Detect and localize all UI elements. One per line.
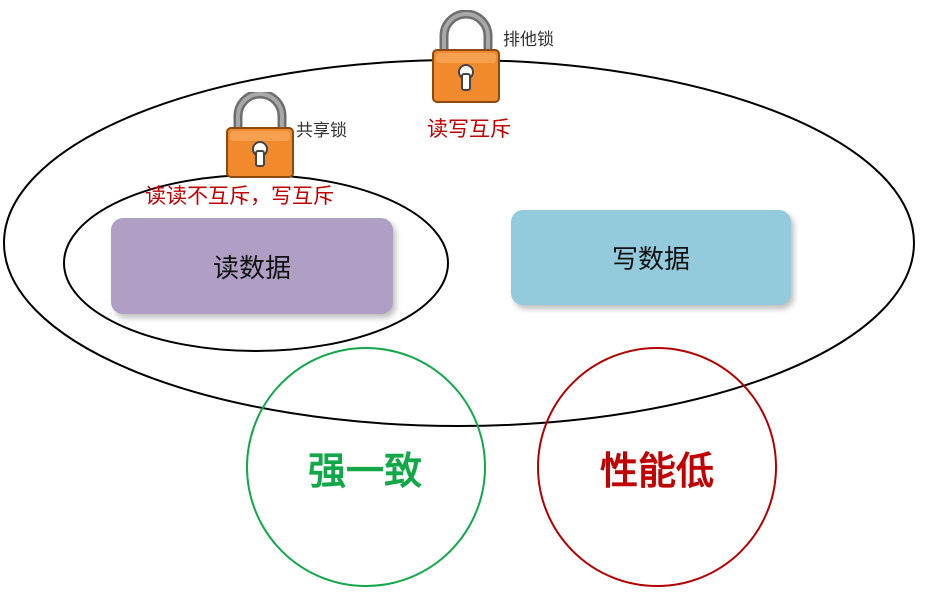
consistency-circle [246,347,486,587]
shared-padlock-icon [226,92,294,178]
read-data-box: 读数据 [111,218,393,314]
strong-consistency-label: 强一致 [307,449,422,493]
shared-lock-rule: 读读不互斥，写互斥 [145,184,334,208]
shared-lock-label: 共享锁 [296,121,347,141]
exclusive-padlock-icon [432,10,500,103]
low-performance-label: 性能低 [599,449,714,493]
exclusive-lock-rule: 读写互斥 [427,117,511,141]
performance-circle [537,347,777,587]
exclusive-lock-label: 排他锁 [503,30,554,50]
read-data-label: 读数据 [212,253,291,284]
write-data-label: 写数据 [611,245,690,275]
write-data-box: 写数据 [511,210,791,305]
